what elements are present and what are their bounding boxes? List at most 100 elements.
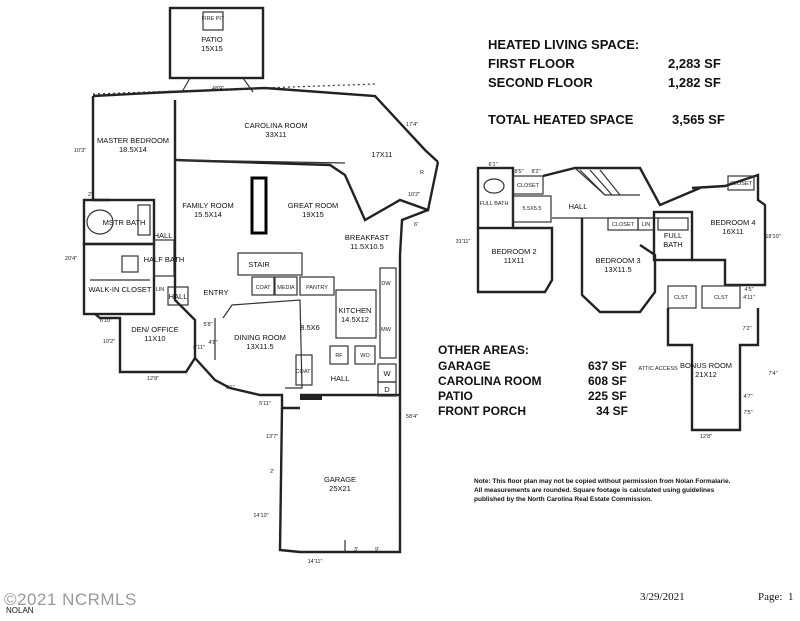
date-label: 3/29/2021	[640, 591, 685, 603]
other-areas-title: OTHER AREAS:	[438, 343, 529, 357]
second-full-bath-2-outline	[652, 210, 694, 262]
dim-label: 10'2"	[103, 339, 115, 345]
dim-label: 4'8"	[208, 340, 217, 346]
other-row-label: FRONT PORCH	[438, 404, 526, 418]
dim-label: 17'4"	[406, 122, 418, 128]
garage-outline	[278, 395, 402, 554]
bonus-room-outline	[666, 308, 760, 432]
page-label: Page: 1	[758, 591, 794, 603]
walkin-closet-outline	[82, 242, 156, 316]
dim-label: 2'	[270, 469, 274, 475]
dim-label: 8'11"	[193, 345, 205, 351]
r-label: R	[420, 170, 424, 176]
pantry-label: PANTRY	[306, 285, 328, 291]
dim-label: 8'2"	[531, 169, 540, 175]
attic-access-label: ATTIC ACCESS	[638, 366, 678, 372]
dim-label: 3'	[354, 547, 358, 553]
second-lin-label: LIN	[642, 222, 651, 228]
stair-outline	[237, 252, 303, 276]
second-full-bath-outline	[476, 166, 515, 230]
den-office-wall	[94, 290, 197, 374]
dw-label: DW	[381, 281, 391, 287]
dim-label: 9'	[375, 547, 379, 553]
bedroom2-outline	[476, 226, 554, 294]
dim-label: 10'3"	[74, 148, 86, 154]
size-85x6-label: 8.5X6	[300, 323, 320, 332]
first-floor-label: FIRST FLOOR	[488, 56, 575, 71]
other-row-value: 34 SF	[596, 404, 629, 418]
mstr-bath-label: MSTR BATH	[103, 218, 146, 227]
other-row-label: PATIO	[438, 389, 473, 403]
clst-label-2: CLST	[714, 295, 729, 301]
hall-label: HALL	[154, 231, 173, 240]
dim-label: 13'7"	[266, 434, 278, 440]
dim-label: 7'2"	[742, 326, 751, 332]
dim-label: 6'1"	[225, 385, 234, 391]
wo-label: WO	[360, 353, 370, 359]
second-floor-value: 1,282 SF	[668, 75, 721, 90]
coat-label: COAT	[256, 285, 272, 291]
total-heated-label: TOTAL HEATED SPACE	[488, 112, 634, 127]
coat-label-2: COAT	[296, 369, 312, 375]
lin-label: LIN	[156, 287, 165, 293]
dim-label: 58'4"	[406, 414, 418, 420]
dim-label: 20'4"	[65, 256, 77, 262]
fireplace	[250, 176, 268, 235]
other-row-value: 225 SF	[588, 389, 627, 403]
hall-label-3: HALL	[331, 374, 350, 383]
second-floor-label: SECOND FLOOR	[488, 75, 593, 90]
brand-label: NOLAN	[6, 606, 34, 615]
total-heated-value: 3,565 SF	[672, 112, 725, 127]
carolina-room-wall	[92, 86, 439, 163]
full-bath-label: FULL BATH	[479, 201, 508, 207]
other-row-value: 637 SF	[588, 359, 627, 373]
other-row-label: GARAGE	[438, 359, 491, 373]
dim-label: 5'8"	[203, 322, 212, 328]
first-floor-value: 2,283 SF	[668, 56, 721, 71]
dim-label: 4'5"	[744, 287, 753, 293]
fire-pit-label: FIRE PIT	[202, 16, 225, 22]
dim-label: 7'4"	[768, 371, 777, 377]
dim-label: 48'9"	[212, 86, 224, 92]
hall-label-2: HALL	[169, 292, 188, 301]
dim-label: 6'10"	[100, 318, 112, 324]
dim-label: 31'11"	[456, 239, 471, 245]
dim-label: 6'1"	[488, 162, 497, 168]
dim-label: 12'8"	[147, 376, 159, 382]
dim-label: 6'	[414, 222, 418, 228]
dim-label: 14'10"	[253, 513, 268, 519]
dryer-label: D	[384, 385, 390, 394]
closet-3-label: CLOSET	[612, 222, 635, 228]
heated-space-title: HEATED LIVING SPACE:	[488, 37, 640, 52]
dim-label: 2'	[88, 192, 92, 198]
media-label: MEDIA	[277, 285, 295, 291]
dim-label: 14'11"	[308, 559, 323, 565]
patio-outline	[168, 6, 265, 80]
copyright-note: Note: This floor plan may not be copied …	[474, 478, 731, 503]
dim-label: 4'11"	[743, 295, 755, 301]
walkin-closet-label: WALK-IN CLOSET	[88, 285, 151, 294]
clst-label: CLST	[674, 295, 689, 301]
bedroom4-outline	[691, 173, 767, 287]
dim-label: 8'5"	[514, 169, 523, 175]
fire-pit	[202, 11, 224, 31]
dim-label: 7'5"	[743, 410, 752, 416]
stair-label: STAIR	[248, 260, 270, 269]
entry-label: ENTRY	[203, 288, 228, 297]
washer-label: W	[383, 369, 391, 378]
